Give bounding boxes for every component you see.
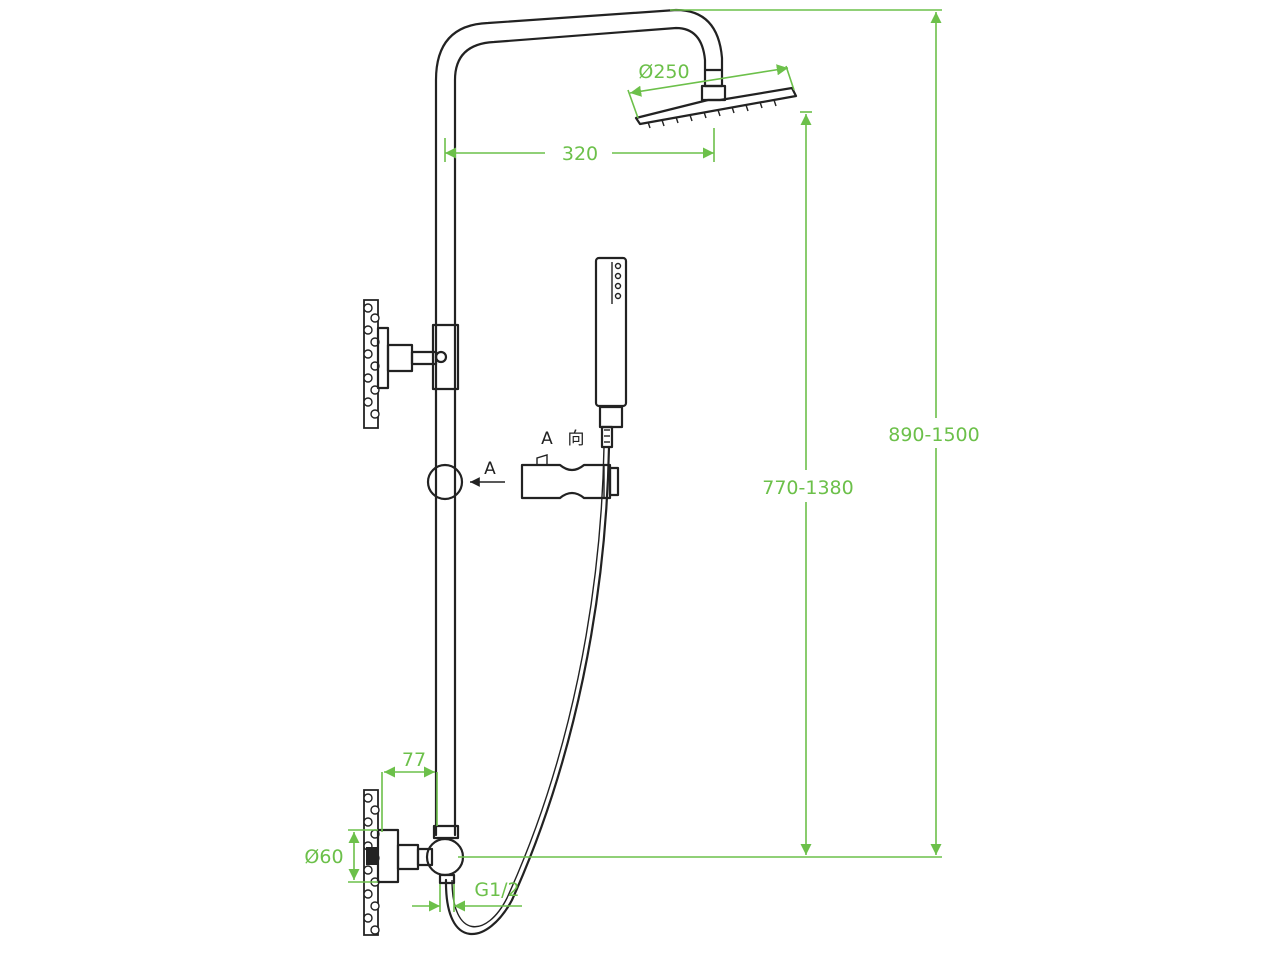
flange-diameter-label: Ø60 bbox=[304, 846, 343, 868]
shower-hose bbox=[444, 445, 611, 936]
outlet-thread-label: G1/2 bbox=[474, 879, 519, 901]
head-height-label: 770-1380 bbox=[762, 477, 853, 499]
head-diameter-label: Ø250 bbox=[638, 61, 689, 83]
dim-total-height: 890-1500 bbox=[670, 9, 980, 855]
view-direction-glyph: 向 bbox=[568, 429, 585, 449]
dim-arm-reach: 320 bbox=[444, 128, 715, 165]
view-marker: A bbox=[484, 459, 496, 479]
dim-head-diameter: Ø250 bbox=[627, 61, 795, 119]
riser-pipe bbox=[434, 8, 724, 837]
hand-shower bbox=[594, 256, 628, 449]
total-height-label: 890-1500 bbox=[888, 424, 979, 446]
lower-wall-bracket bbox=[363, 789, 465, 936]
dim-mixer-offset: 77 bbox=[381, 749, 438, 832]
dim-head-height: 770-1380 bbox=[762, 111, 854, 855]
riser-slider: A bbox=[426, 459, 505, 501]
dim-outlet-thread: G1/2 bbox=[412, 879, 522, 912]
arm-reach-label: 320 bbox=[562, 143, 598, 165]
wall-pebbles-upper bbox=[363, 303, 380, 419]
view-marker-label: A bbox=[541, 429, 553, 449]
mixer-offset-label: 77 bbox=[402, 749, 426, 771]
dim-flange-diameter: Ø60 bbox=[304, 829, 378, 883]
upper-wall-bracket bbox=[363, 299, 460, 429]
